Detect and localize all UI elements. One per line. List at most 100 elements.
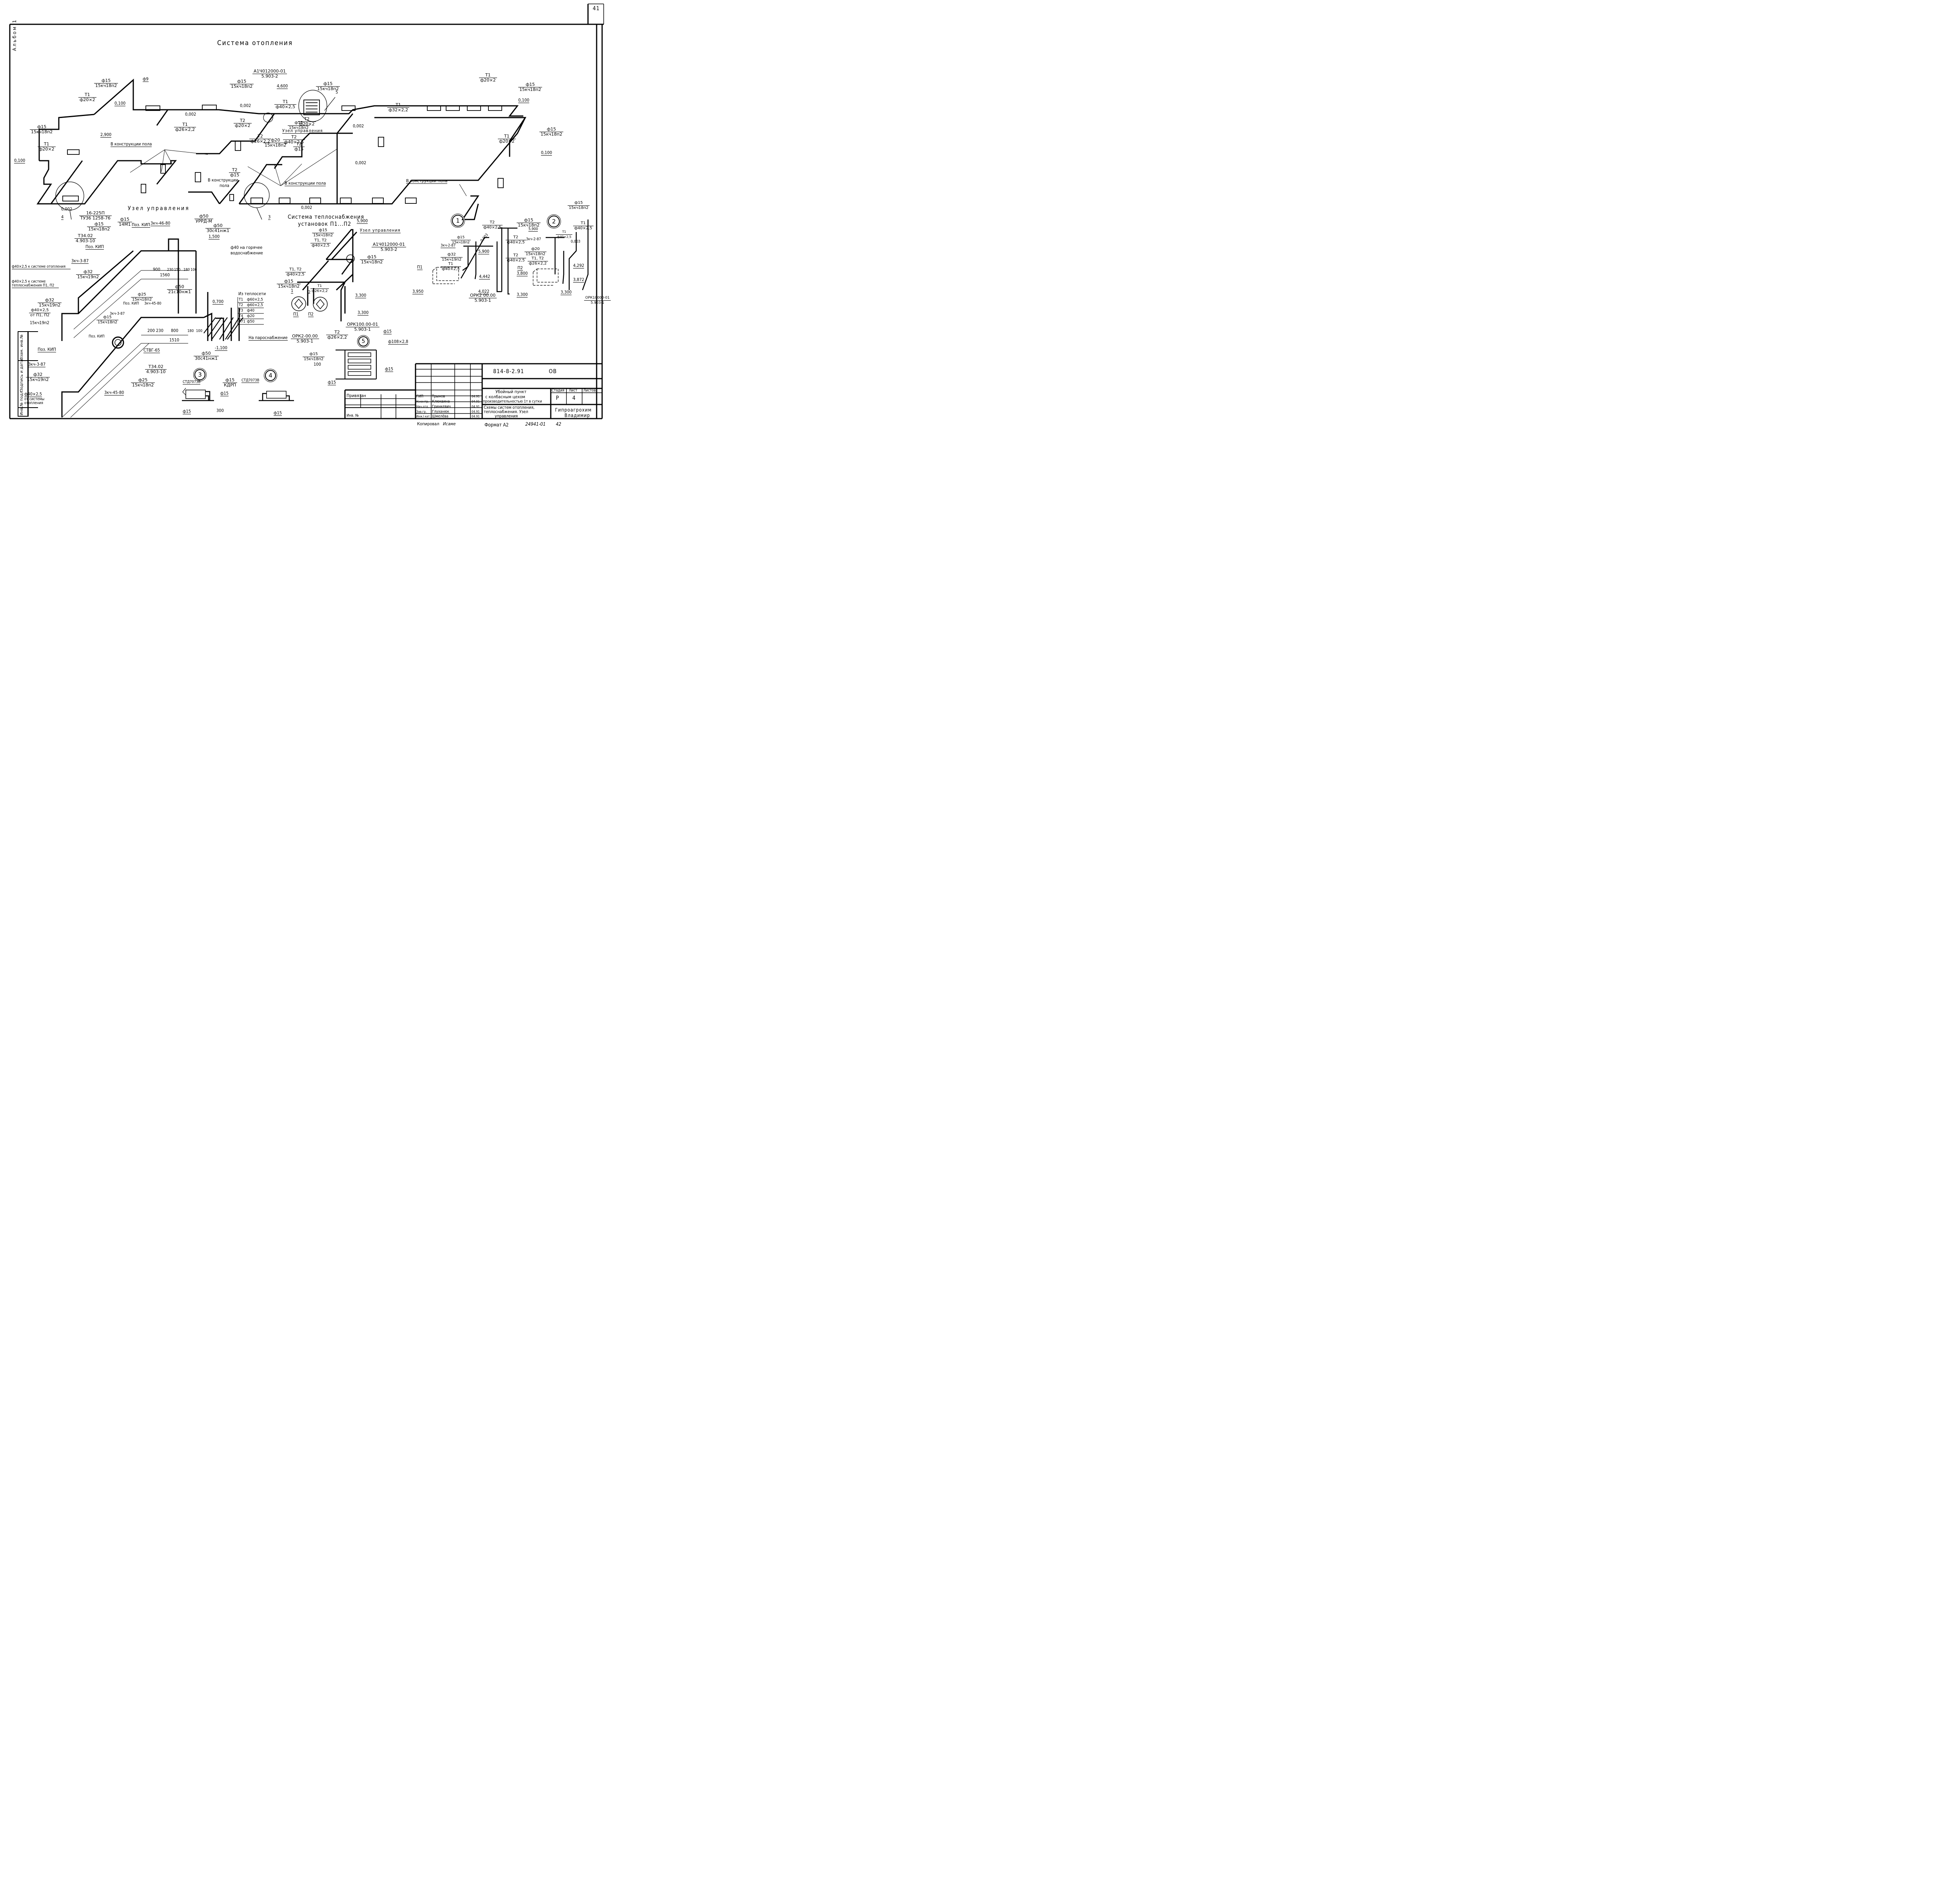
dim: 100 <box>314 362 321 367</box>
dim: 180 <box>183 268 190 272</box>
elevation-mark: 0,100 <box>541 150 552 156</box>
part-label: 3кч-2-87 <box>441 243 456 248</box>
elevation-mark: 5,900 <box>478 249 490 254</box>
slope-mark: 0,002 <box>185 112 196 117</box>
elevation-mark: 0,100 <box>518 98 530 103</box>
sheet-value: 4 <box>572 395 576 401</box>
elevation-mark: 2,900 <box>100 132 112 138</box>
dim: 230 <box>167 268 174 272</box>
part-label: СТВГ-65 <box>143 348 160 353</box>
control-node-pipes <box>61 238 240 417</box>
unit-p1: П1 <box>293 312 299 317</box>
elevation-mark: 3,300 <box>355 293 367 298</box>
inventory-label: Инв. № <box>347 414 359 418</box>
part-label: 3кч-3-87 <box>110 312 125 316</box>
copied-by-label: Копировал <box>417 421 439 426</box>
drawing-sheet: 41 Альбом 1 Инв.№ подл. Подпись и дата В… <box>0 0 613 441</box>
side-stamp-replaced: Взам. инв.№ <box>20 334 24 360</box>
elevation-mark: 3,300 <box>358 310 369 316</box>
part-label: 3кч-45-80 <box>104 390 124 395</box>
detail-3-marker: 3 <box>194 369 205 380</box>
part-label: СТД7073В <box>241 378 260 383</box>
elevation-mark: 4,022 <box>478 289 490 294</box>
project-name-3: производительностью 1т в сутки <box>483 399 542 404</box>
elevation-mark: 0,100 <box>14 158 25 163</box>
detail-2-graphics <box>546 219 589 290</box>
elevation-mark: 1,500 <box>209 234 220 239</box>
heat-supply-pipes <box>297 229 358 321</box>
pump-symbol <box>112 336 124 349</box>
signer-name: Шмелёва <box>432 414 448 419</box>
unit-p2: П2 <box>517 265 523 271</box>
in-floor-label: пола <box>220 183 229 188</box>
slope-mark: 0,002 <box>353 123 364 129</box>
detail-2-marker: 2 <box>548 216 560 227</box>
dim-total: 1560 <box>160 272 170 277</box>
signer-role: Нач.отд. <box>416 405 429 408</box>
elevation-mark: 4,442 <box>479 274 490 279</box>
organization: Гипроагрохим <box>555 407 592 413</box>
from-network-title: Из теплосети <box>238 291 266 296</box>
title-block-grid <box>345 364 602 419</box>
in-floor-label: В конструкции пола <box>285 181 326 186</box>
signer-date: 04.91 <box>472 410 480 414</box>
detail-1-box <box>432 267 459 284</box>
part-label: 3кч-45-80 <box>144 301 162 306</box>
dim: 800 <box>171 328 178 333</box>
from-heating-pipe: ф40×2,5 <box>24 392 42 397</box>
detail-3-graphics <box>182 388 214 401</box>
elevation-mark: 0,700 <box>212 299 224 305</box>
bound-label: Привязан <box>347 393 366 398</box>
signer-date: 04.91 <box>472 395 480 398</box>
sheet-title-1: Схемы систем отопления, <box>484 405 535 410</box>
detail-1-graphics <box>460 227 517 295</box>
elevation-mark: -1,100 <box>215 345 227 351</box>
pipe-label: ф15 <box>183 409 191 414</box>
from-heating-label: от системы <box>24 397 45 401</box>
elevation-mark: 3,950 <box>412 289 424 294</box>
elevation-mark: 3,300 <box>561 290 572 295</box>
pipe-label-phi9: ф9 <box>143 76 149 82</box>
copier-signature: Исаме <box>443 421 456 426</box>
heat-supply-subtitle: установок П1...П2 <box>298 221 352 227</box>
dim: 230 <box>156 328 163 333</box>
kip-label: Поз. КИП <box>123 301 139 306</box>
callout-4: 4 <box>61 214 64 220</box>
hot-water-label: водоснабжение <box>230 250 263 256</box>
doc-suffix: ОВ <box>549 368 557 375</box>
archive-number: 24941-01 <box>525 421 546 427</box>
stage-value: Р <box>556 395 559 401</box>
item-2: 2 <box>308 290 311 295</box>
organization-city: Владимир <box>564 413 590 418</box>
part-label: 3кч-3-87 <box>71 258 89 264</box>
elevation-mark: 4,292 <box>573 263 584 268</box>
